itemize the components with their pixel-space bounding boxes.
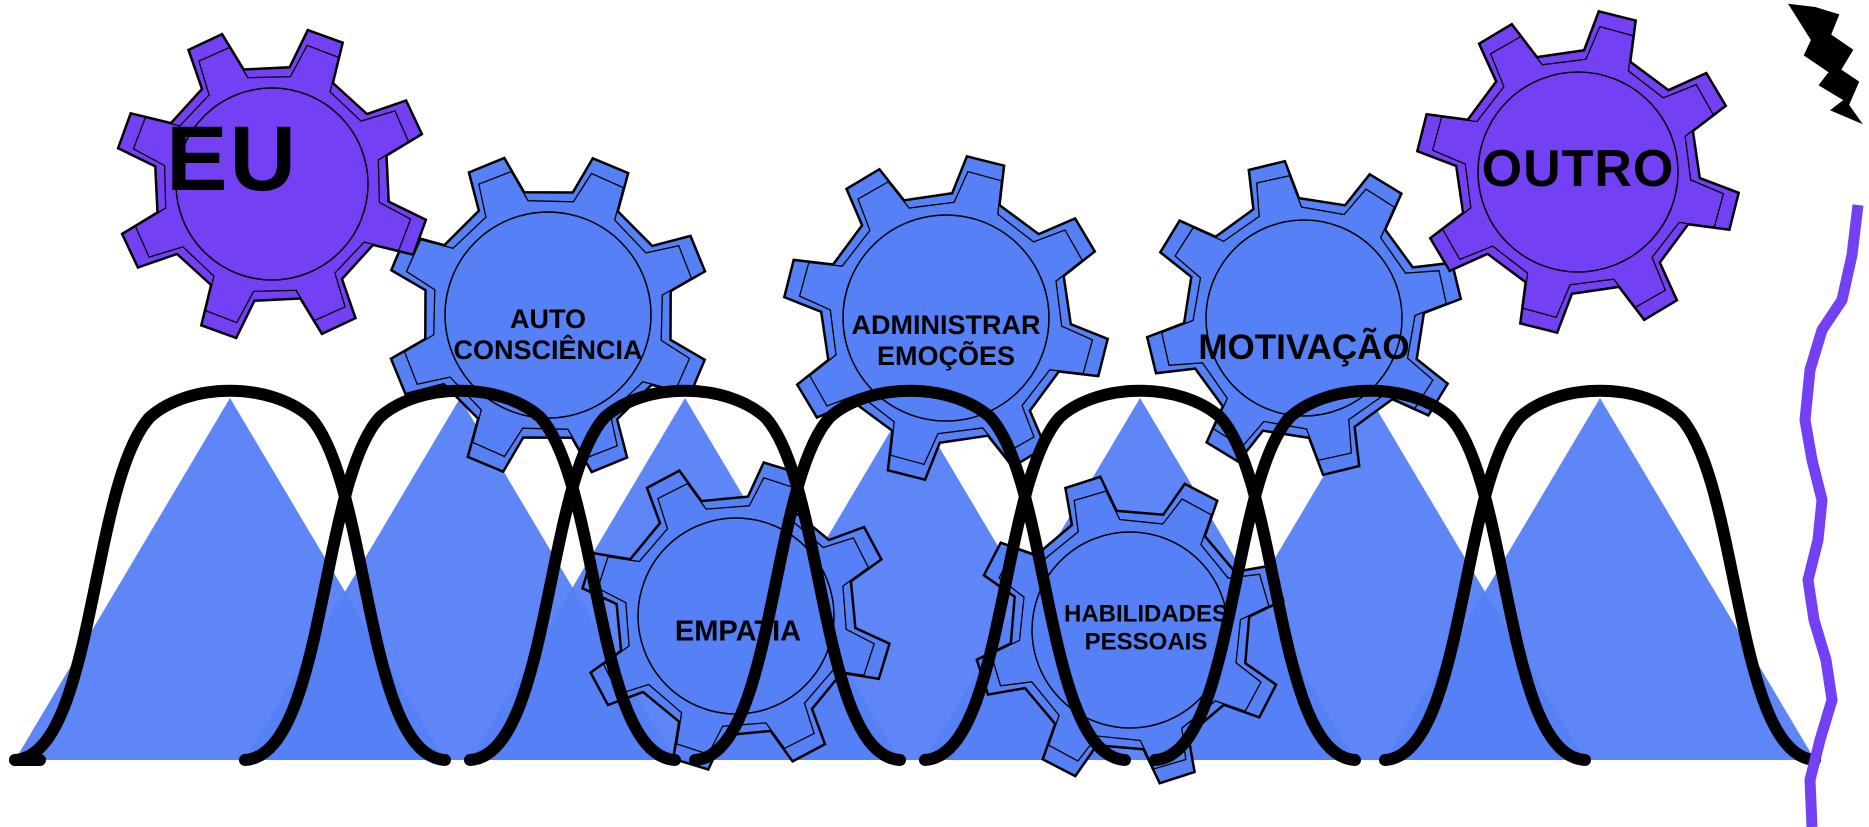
wave-loop [1149,384,1591,766]
gear-label-outro: OUTRO [1482,140,1675,200]
wave-fill-triangle [1385,398,1815,760]
gear-inner-outline-eu [132,44,412,324]
decoration-layer [1788,3,1864,827]
gear-hub-administrar [842,214,1050,422]
wave-loop [464,384,906,766]
administrar-line1: ADMINISTRAR [851,309,1041,340]
gear-inner-outline-motivacao [1160,174,1448,462]
wave-loop [689,384,1131,766]
wave-loop [239,384,681,766]
gear-label-empatia: EMPATIA [675,615,801,648]
habilidades-line1: HABILIDADES [1063,600,1229,628]
outro-label: OUTRO [1481,140,1675,199]
gear-motivacao [1145,159,1463,477]
gear-inner-outline-autoconsciencia [403,170,693,460]
gear-body-motivacao [1145,159,1463,477]
black-sketch-mark [1788,3,1863,125]
gear-label-autoconsciencia: AUTO CONSCIÊNCIA [453,304,642,366]
wave-loop [919,384,1361,766]
autoconsciencia-line1: AUTO [509,303,587,334]
eu-label: EU [166,108,298,211]
gear-inner-outline-outro [1431,25,1725,319]
wave-lines [9,384,1821,766]
gear-hub-motivacao [1205,219,1403,417]
gear-inner-outline-administrar [798,170,1094,466]
gear-hub-outro [1477,71,1679,273]
gear-label-habilidades: HABILIDADES PESSOAIS [1064,600,1228,655]
gear-label-administrar: ADMINISTRAR EMOÇÕES [852,310,1041,372]
administrar-line2: EMOÇÕES [876,341,1016,371]
gear-label-eu: EU [166,107,298,213]
purple-zigzag-line [1799,204,1864,827]
gear-outro [1415,9,1741,335]
autoconsciencia-line2: CONSCIÊNCIA [453,335,643,365]
gear-eu [116,28,428,340]
gear-inner-outline-habilidades [990,490,1270,770]
habilidades-line2: PESSOAIS [1084,628,1208,655]
empatia-label: EMPATIA [674,615,802,648]
motivacao-label: MOTIVAÇÃO [1198,327,1410,367]
gear-hub-eu [175,87,369,281]
gear-label-motivacao: MOTIVAÇÃO [1198,328,1409,368]
wave-loop [1379,384,1821,766]
wave-loop [9,384,451,766]
